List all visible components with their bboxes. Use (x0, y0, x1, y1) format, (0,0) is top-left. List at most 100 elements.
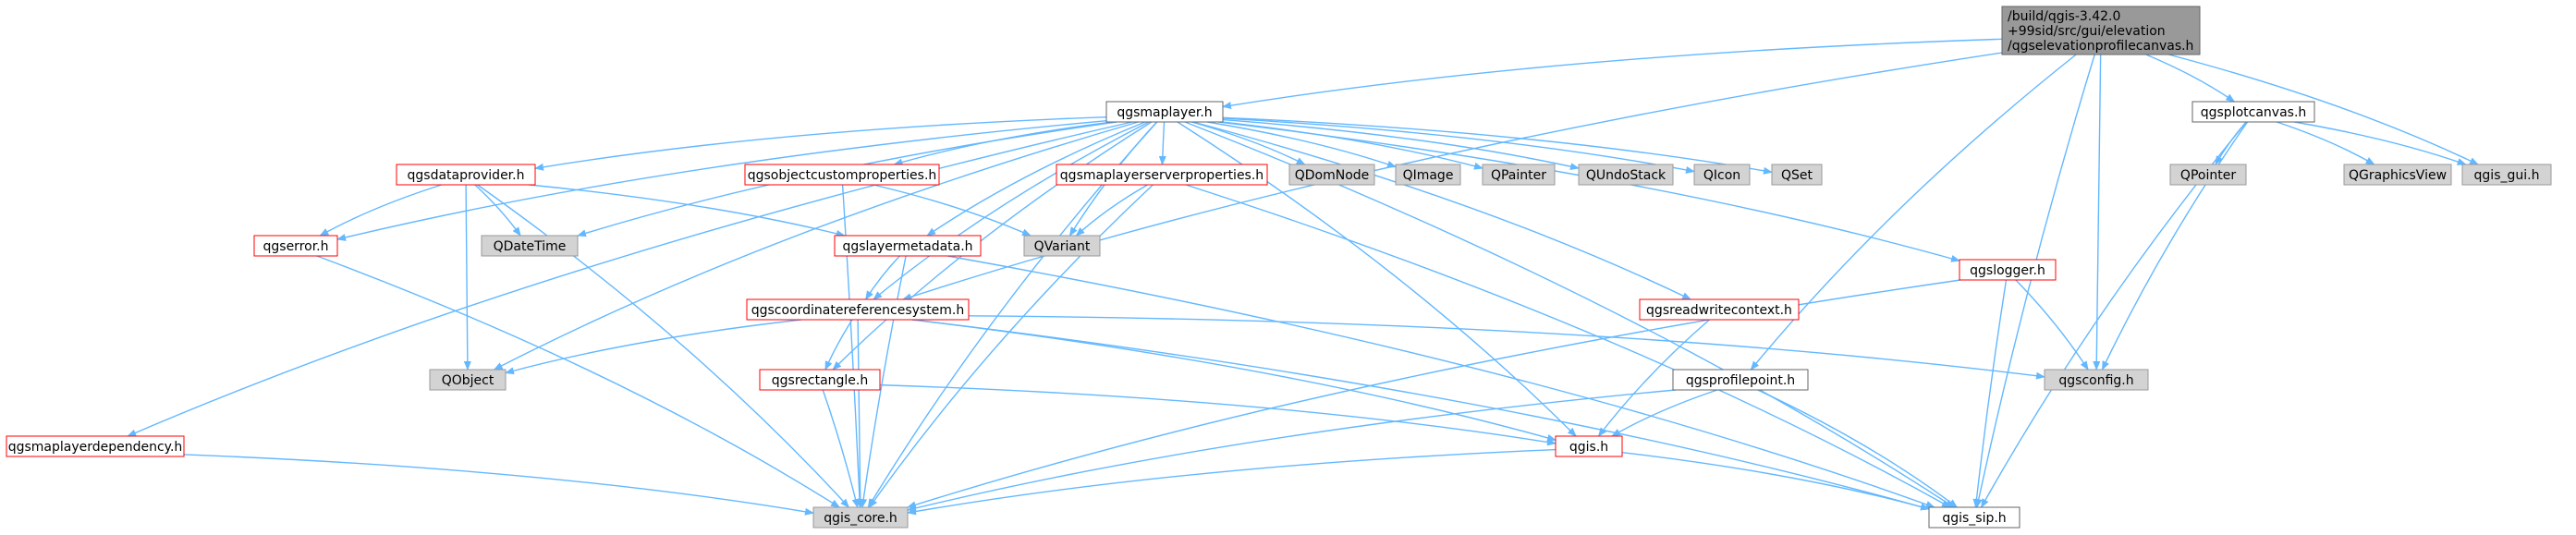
node-qgsconfig: qgsconfig.h (2044, 369, 2149, 391)
node-label-rectangle: qgsrectangle.h (772, 373, 868, 388)
edge-layermetadata-to-qgiscore (860, 255, 907, 508)
node-label-qgsconfig: qgsconfig.h (2058, 373, 2133, 388)
edge-root-to-profilepoint (1750, 54, 2077, 371)
node-qpainter: QPainter (1482, 164, 1556, 186)
node-box-qimage (1395, 164, 1461, 186)
node-box-qobject (429, 369, 507, 391)
node-label-qvariant: QVariant (1034, 239, 1091, 254)
node-qgissip[interactable]: qgis_sip.h (1928, 506, 2021, 529)
node-label-root: /qgselevationprofilecanvas.h (2008, 39, 2193, 54)
node-crs[interactable]: qgscoordinatereferencesystem.h (746, 298, 970, 321)
node-box-qdatetime (481, 235, 579, 257)
edge-plotcanvas-to-qgisgui (2294, 121, 2467, 165)
edge-maplayer-to-dependency (127, 121, 1132, 437)
node-qgserror[interactable]: qgserror.h (253, 235, 338, 257)
node-maplayer[interactable]: qgsmaplayer.h (1105, 101, 1224, 123)
edge-profilepoint-to-qgis (1611, 389, 1718, 437)
node-label-objectcustomproperties: qgsobjectcustomproperties.h (748, 168, 937, 183)
node-box-qgslogger (1959, 259, 2057, 281)
node-qgslogger[interactable]: qgslogger.h (1959, 259, 2057, 281)
edges-layer (127, 38, 2479, 516)
edge-plotcanvas-to-qgraphicsview (2277, 121, 2375, 165)
node-dataprovider[interactable]: qgsdataprovider.h (396, 164, 536, 186)
node-dependency[interactable]: qgsmaplayerdependency.h (6, 435, 185, 457)
edge-crs-to-qobject (505, 319, 802, 375)
node-root[interactable]: /build/qgis-3.42.0+99sid/src/gui/elevati… (2001, 6, 2201, 55)
node-serverproperties[interactable]: qgsmaplayerserverproperties.h (1056, 164, 1268, 186)
node-label-profilepoint: qgsprofilepoint.h (1686, 373, 1795, 388)
edge-maplayer-to-layermetadata (926, 121, 1146, 237)
edge-plotcanvas-to-qgsconfig (2101, 121, 2249, 371)
edge-maplayer-to-dataprovider (534, 116, 1107, 171)
node-label-maplayer: qgsmaplayer.h (1117, 105, 1212, 120)
node-box-crs (746, 298, 970, 321)
edge-dataprovider-to-qobject (463, 184, 471, 371)
edge-crs-to-rectangle (824, 319, 853, 371)
node-box-maplayer (1105, 101, 1224, 123)
node-box-serverproperties (1056, 164, 1268, 186)
edge-objectcustomproperties-to-qgiscore (841, 184, 863, 508)
edge-root-to-plotcanvas (2145, 54, 2236, 103)
edge-readwritecontext-to-qgis (1597, 319, 1710, 437)
node-label-qgserror: qgserror.h (263, 239, 329, 254)
edge-maplayer-to-serverproperties (1158, 121, 1166, 165)
node-box-qgserror (253, 235, 338, 257)
edge-maplayer-to-qset (1222, 116, 1773, 175)
edge-rectangle-to-qgiscore (822, 389, 860, 508)
edge-serverproperties-to-qgiscore (869, 184, 1154, 508)
node-box-qgisgui (2461, 164, 2552, 186)
edge-root-to-qgsconfig (2093, 54, 2102, 371)
edge-dataprovider-to-qgiscore (477, 184, 850, 508)
node-qvariant: QVariant (1023, 235, 1101, 257)
edge-objectcustomproperties-to-qvariant (873, 184, 1032, 237)
node-qdomnode: QDomNode (1288, 164, 1375, 186)
node-box-qset (1771, 164, 1823, 186)
edge-maplayer-to-qgserror (336, 120, 1107, 241)
node-box-qgissip (1928, 506, 2021, 529)
node-label-qgis: qgis.h (1569, 440, 1608, 455)
edge-qgserror-to-qgiscore (316, 255, 840, 508)
node-readwritecontext[interactable]: qgsreadwritecontext.h (1639, 298, 1800, 321)
node-profilepoint[interactable]: qgsprofilepoint.h (1672, 369, 1809, 391)
edge-serverproperties-to-qvariant (1075, 184, 1148, 237)
nodes-layer: /build/qgis-3.42.0+99sid/src/gui/elevati… (6, 6, 2552, 529)
node-label-dependency: qgsmaplayerdependency.h (8, 440, 183, 455)
node-box-layermetadata (834, 235, 982, 257)
node-label-qpainter: QPainter (1491, 168, 1546, 183)
edge-maplayer-to-qgslogger (1218, 121, 1960, 262)
node-box-dependency (6, 435, 185, 457)
node-plotcanvas[interactable]: qgsplotcanvas.h (2191, 101, 2315, 123)
node-qgraphicsview: QGraphicsView (2343, 164, 2452, 186)
node-layermetadata[interactable]: qgslayermetadata.h (834, 235, 982, 257)
node-label-layermetadata: qgslayermetadata.h (842, 239, 972, 254)
edge-layermetadata-to-qgissip (947, 255, 1935, 508)
node-box-qgis (1555, 435, 1623, 457)
node-box-rectangle (759, 369, 881, 391)
node-label-qdomnode: QDomNode (1295, 168, 1370, 183)
edge-crs-to-qgissip (911, 319, 1930, 511)
node-qgis[interactable]: qgis.h (1555, 435, 1623, 457)
node-box-root (2001, 6, 2201, 55)
node-box-qvariant (1023, 235, 1101, 257)
edge-maplayer-to-readwritecontext (1192, 121, 1692, 300)
edge-crs-to-qgis (911, 319, 1557, 442)
edge-maplayer-to-qundostack (1222, 118, 1580, 171)
edge-maplayer-to-qicon (1222, 117, 1695, 174)
edge-dependency-to-qgiscore (183, 454, 814, 516)
edge-dataprovider-to-qdatetime (474, 184, 521, 237)
node-qgiscore: qgis_core.h (812, 506, 909, 529)
edge-maplayer-to-qdomnode (1191, 121, 1306, 165)
edge-maplayer-to-qobject (493, 121, 1139, 371)
node-label-qgissip: qgis_sip.h (1942, 511, 2006, 526)
edge-layermetadata-to-crs (865, 255, 900, 300)
node-box-qgsconfig (2044, 369, 2149, 391)
node-box-qundostack (1578, 164, 1674, 186)
node-label-qgslogger: qgslogger.h (1970, 263, 2045, 278)
node-objectcustomproperties[interactable]: qgsobjectcustomproperties.h (744, 164, 940, 186)
node-label-serverproperties: qgsmaplayerserverproperties.h (1060, 168, 1264, 183)
node-label-qdatetime: QDateTime (494, 239, 567, 254)
node-label-crs: qgscoordinatereferencesystem.h (751, 303, 965, 318)
node-rectangle[interactable]: qgsrectangle.h (759, 369, 881, 391)
node-box-qpainter (1482, 164, 1556, 186)
